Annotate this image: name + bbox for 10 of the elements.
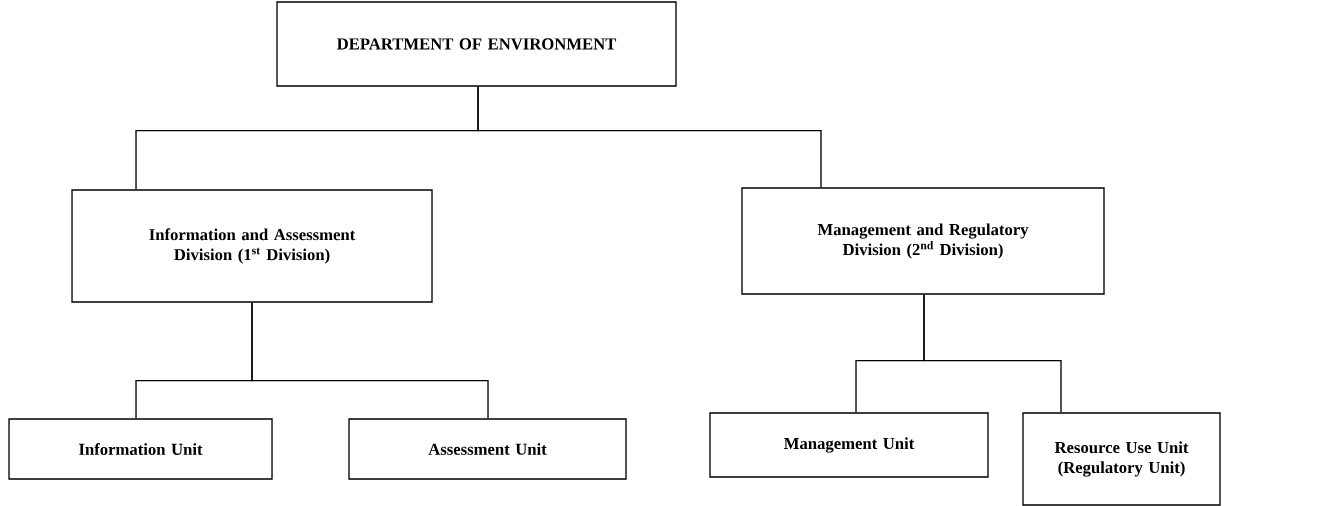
connector-line bbox=[923, 294, 1062, 413]
org-box: Information and Assessment Division (1$^{st}$ Division) bbox=[71, 189, 433, 303]
org-box: Information Unit bbox=[8, 418, 273, 480]
connector-line bbox=[477, 86, 822, 188]
org-box: Resource Use Unit (Regulatory Unit) bbox=[1022, 412, 1221, 506]
org-box: Assessment Unit bbox=[348, 418, 627, 480]
org-box: Management and Regulatory Division (2$^{nd}$ Division) bbox=[741, 187, 1105, 295]
org-box: Management Unit bbox=[709, 412, 989, 478]
org-box: DEPARTMENT OF ENVIRONMENT bbox=[276, 1, 677, 87]
connector-line bbox=[251, 302, 489, 419]
